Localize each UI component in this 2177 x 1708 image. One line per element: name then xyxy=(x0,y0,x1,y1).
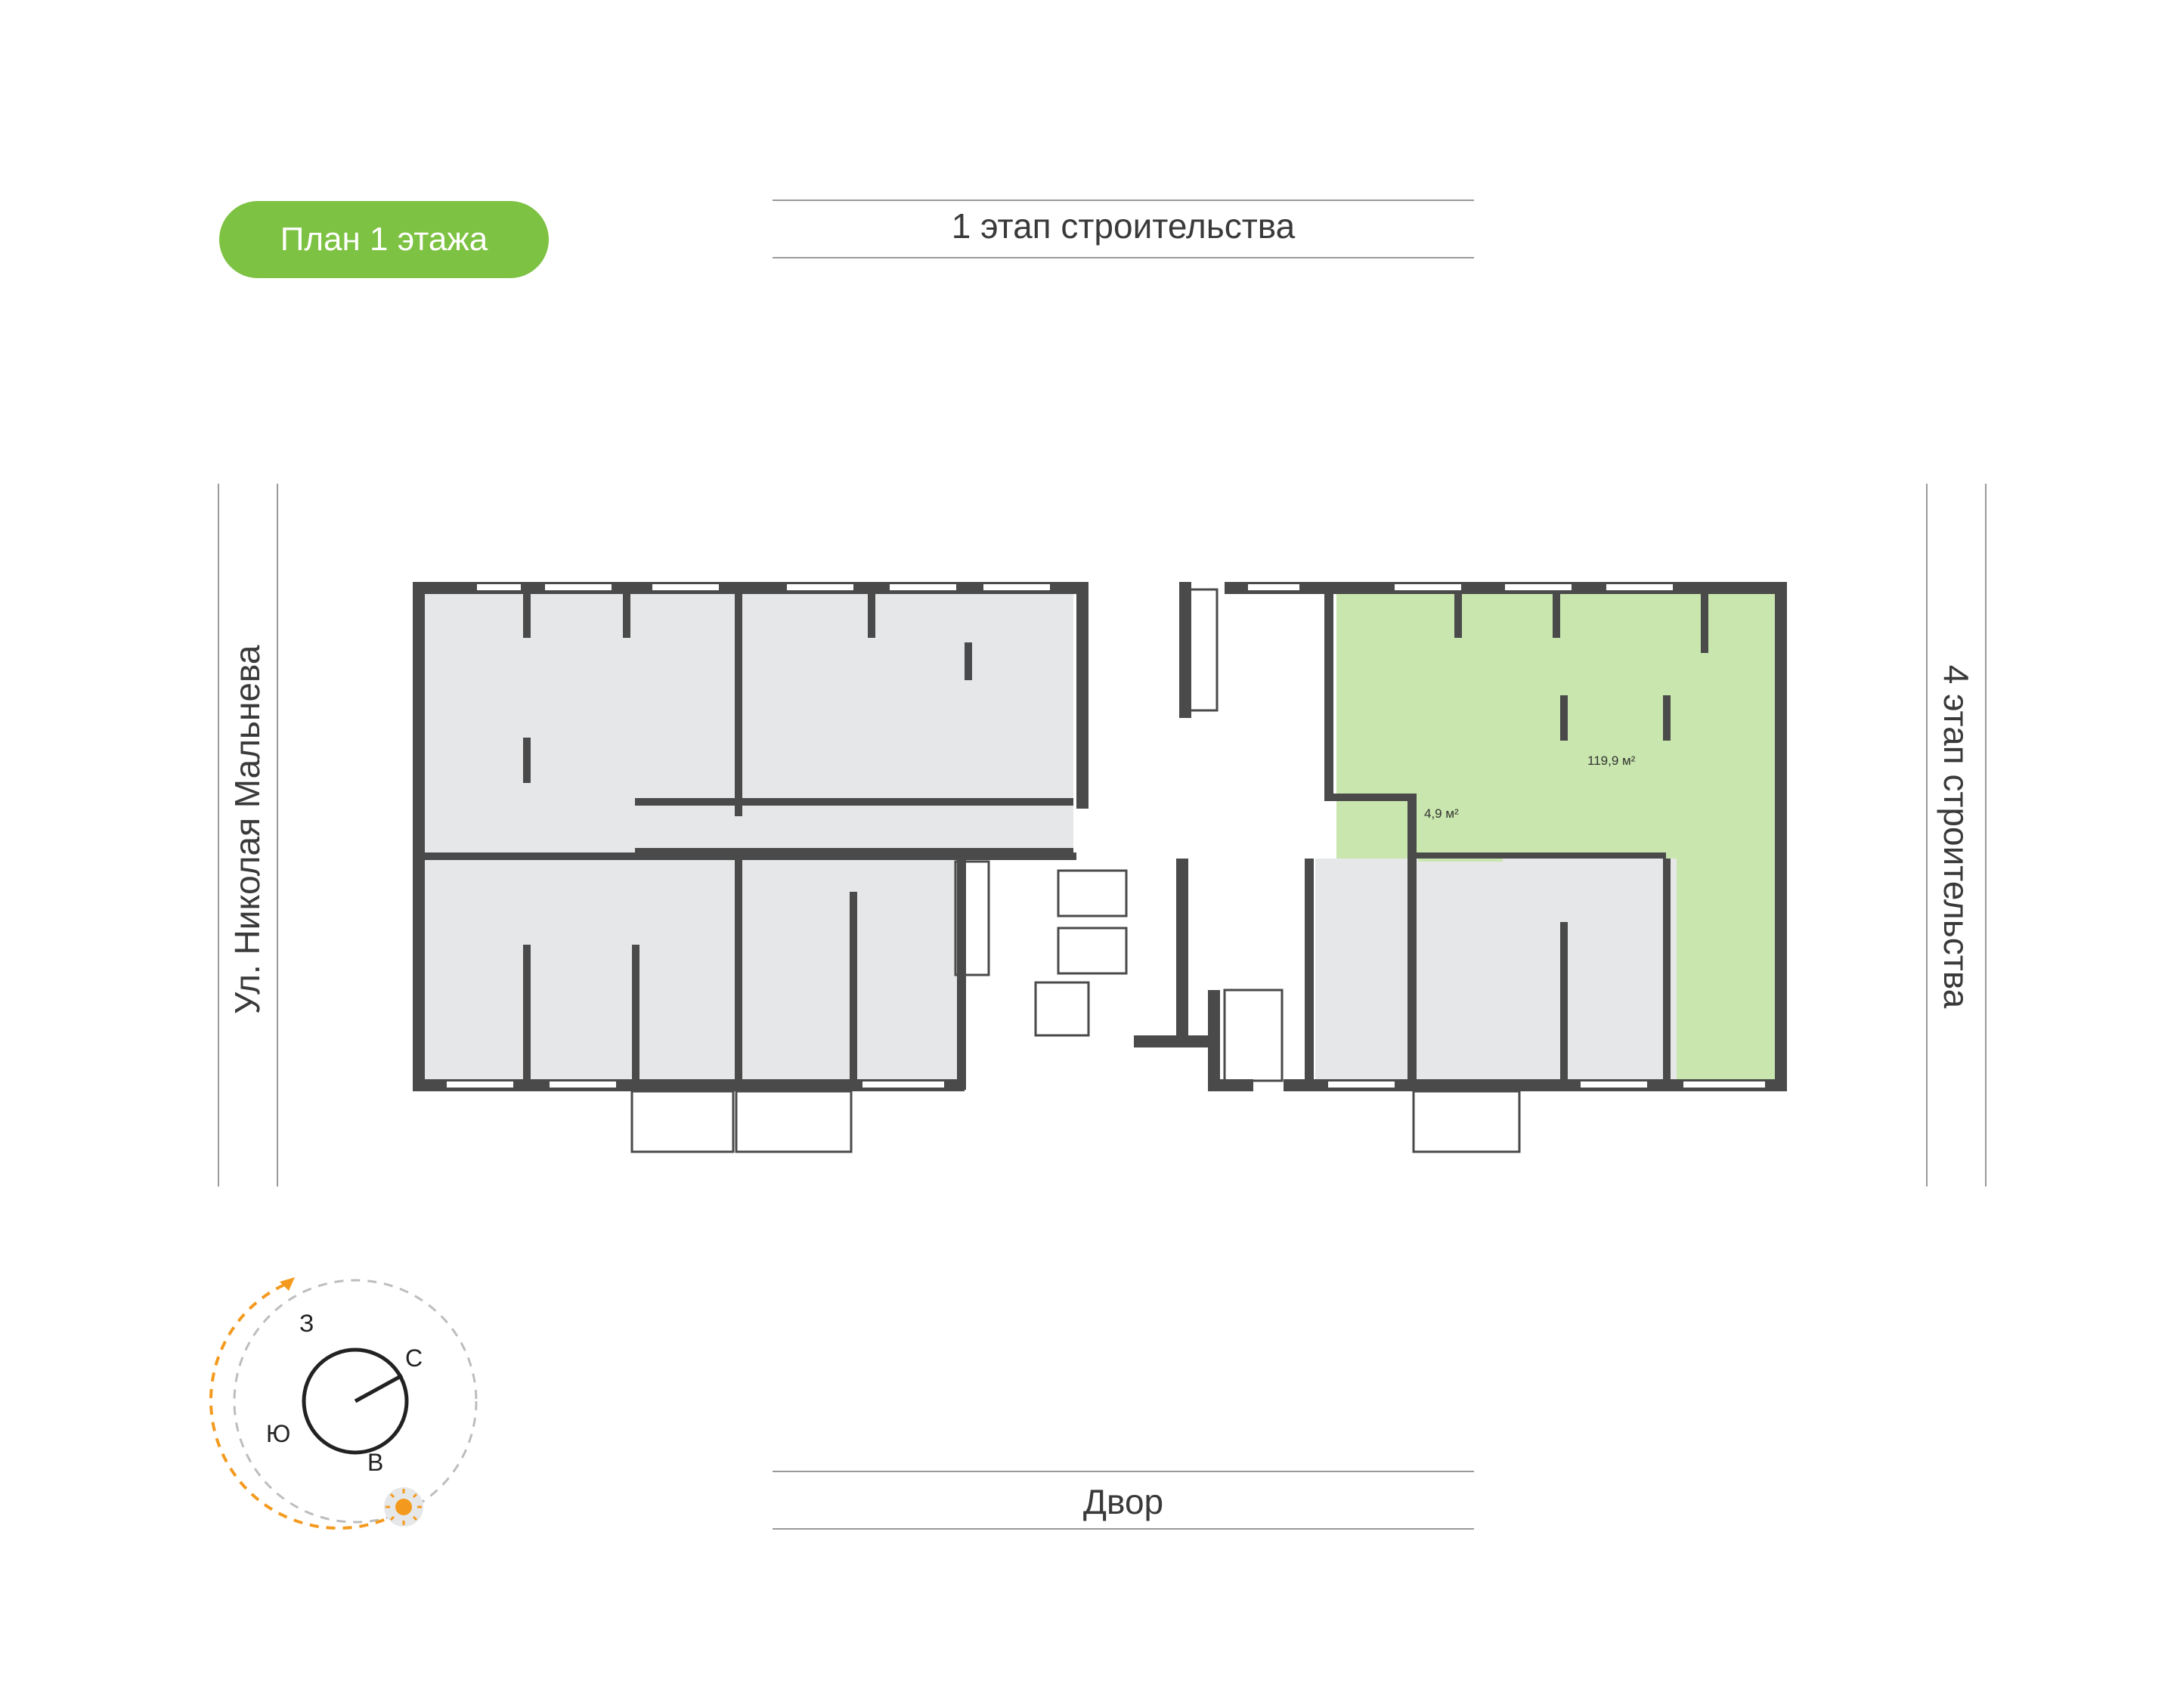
wall-stub-4 xyxy=(1560,695,1568,741)
wall-left-lower-4 xyxy=(850,892,857,1088)
wall-stub-6 xyxy=(965,642,972,680)
wall-right-horizontal xyxy=(1333,794,1409,801)
bottom-label-line-lower xyxy=(773,1528,1474,1530)
compass-north: С xyxy=(405,1344,423,1372)
wall-corridor-top xyxy=(635,798,1073,806)
wall-stub-10 xyxy=(523,738,531,783)
unit-highlight-right-strip xyxy=(1677,831,1776,1082)
wall-stub-1 xyxy=(1701,593,1708,653)
window-12 xyxy=(548,1080,618,1089)
wall-center-bottom-2 xyxy=(1208,990,1220,1091)
wall-mid-horizontal-left xyxy=(425,852,1076,860)
balcony-3 xyxy=(1412,1090,1521,1153)
wall-top-mid-left xyxy=(1076,582,1088,809)
floor-title: План 1 этажа xyxy=(280,221,488,258)
sun-icon xyxy=(395,1499,412,1515)
wall-stub-8 xyxy=(623,593,630,638)
window-2 xyxy=(543,583,613,592)
wall-outer-left xyxy=(413,582,425,1090)
left-label-line-inner xyxy=(277,484,278,1187)
walls xyxy=(413,582,1787,1091)
wall-right-mid-left xyxy=(1208,1079,1253,1091)
window-7 xyxy=(1246,583,1301,592)
wall-left-lower-3 xyxy=(735,859,742,1085)
bottom-label: Двор xyxy=(1082,1482,1164,1521)
sun-rays xyxy=(386,1489,422,1525)
window-16 xyxy=(1682,1080,1767,1089)
window-9 xyxy=(1503,583,1573,592)
stair-center xyxy=(1188,588,1219,712)
circulation xyxy=(954,588,1284,1082)
left-label-line-outer xyxy=(218,484,219,1187)
wall-right-divider xyxy=(1324,582,1333,801)
wall-right-unit-3 xyxy=(1560,922,1568,1090)
wall-right-unit-left xyxy=(1305,859,1314,1090)
sun-path-arc xyxy=(209,1283,394,1530)
compass-needle xyxy=(354,1373,404,1403)
wall-corridor-bottom xyxy=(635,848,1073,856)
unit-main-area: 119,9 м² xyxy=(1587,753,1636,768)
floor-title-badge: План 1 этажа xyxy=(219,201,549,278)
top-label-line-upper xyxy=(773,200,1474,201)
window-10 xyxy=(1605,583,1674,592)
balconies xyxy=(630,1090,1521,1153)
elevator-2 xyxy=(1057,927,1128,975)
wall-divider-left xyxy=(735,582,742,816)
compass-east: В xyxy=(367,1449,383,1476)
window-4 xyxy=(785,583,855,592)
window-15 xyxy=(1579,1080,1649,1089)
wall-right-mid-h xyxy=(1417,852,1666,859)
wall-outer-right xyxy=(1775,582,1787,1090)
room-right-lower xyxy=(1418,859,1683,1082)
window-11 xyxy=(445,1080,515,1089)
top-label-line-lower xyxy=(773,257,1474,258)
room-left-top xyxy=(423,588,1073,859)
room-right-mid xyxy=(1315,859,1420,1082)
compass: З С Ю В xyxy=(209,1277,478,1530)
wall-left-lower-2 xyxy=(632,945,639,1088)
unit-secondary-area: 4,9 м² xyxy=(1424,806,1459,821)
bottom-label-line-upper xyxy=(773,1471,1474,1472)
stair-bottom xyxy=(1034,981,1090,1037)
wall-stub-3 xyxy=(1454,593,1462,638)
balcony-2 xyxy=(735,1090,853,1153)
window-1 xyxy=(475,583,522,592)
balcony-1 xyxy=(630,1090,735,1153)
window-5 xyxy=(888,583,958,592)
wall-center-left xyxy=(1179,582,1191,718)
window-8 xyxy=(1393,583,1463,592)
right-label-line-inner xyxy=(1926,484,1928,1187)
sun-path-circle xyxy=(233,1279,478,1524)
window-6 xyxy=(982,583,1051,592)
window-14 xyxy=(1327,1080,1396,1089)
window-13 xyxy=(861,1080,946,1089)
wall-right-unit-2 xyxy=(1407,794,1417,1090)
top-label: 1 этап строительства xyxy=(951,206,1296,246)
sun-path-arrow xyxy=(280,1277,295,1291)
right-label-line-outer xyxy=(1985,484,1987,1187)
wall-stub-7 xyxy=(868,593,875,638)
wall-stub-5 xyxy=(1663,695,1671,741)
unit-highlight-bath xyxy=(1418,800,1503,862)
vestibule xyxy=(1223,989,1284,1082)
windows xyxy=(445,583,1767,1089)
wall-stub-2 xyxy=(1553,593,1560,638)
compass-west: З xyxy=(299,1310,314,1337)
elevator-1 xyxy=(1057,869,1128,917)
compass-south: Ю xyxy=(266,1420,290,1447)
wall-stub-9 xyxy=(523,593,531,638)
window-3 xyxy=(651,583,720,592)
stair-left xyxy=(954,860,990,976)
wall-center-shaft xyxy=(1176,859,1188,1037)
wall-right-unit-4 xyxy=(1663,859,1671,1090)
wall-left-lower-1 xyxy=(523,945,531,1088)
room-fills xyxy=(423,588,1776,1082)
wall-center-bottom xyxy=(1134,1035,1209,1047)
